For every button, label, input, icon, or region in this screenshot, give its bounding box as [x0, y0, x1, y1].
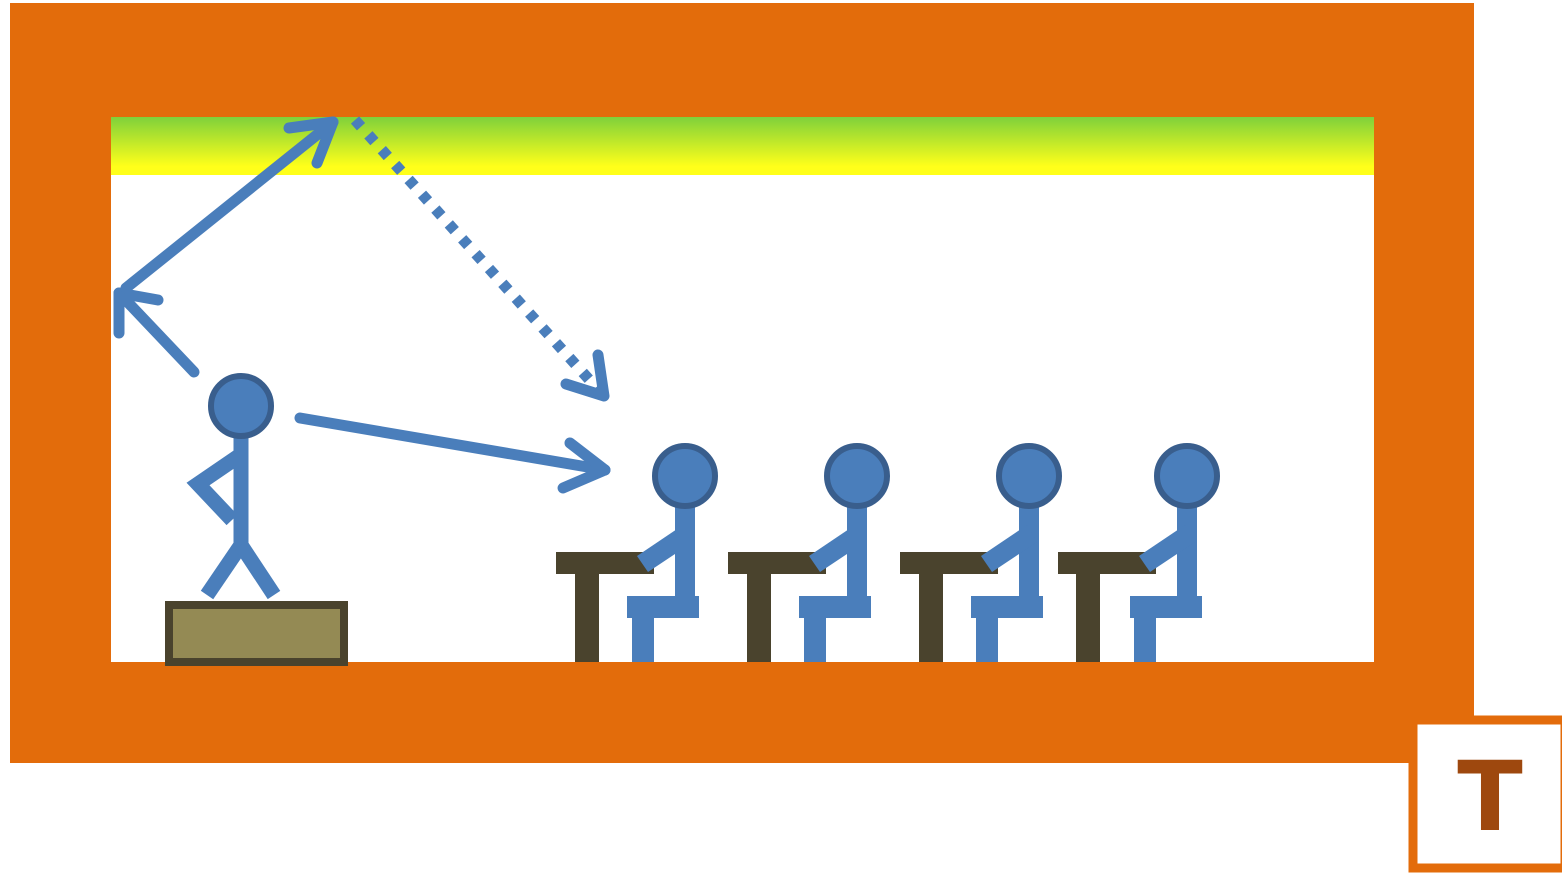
corner-badge-label: T	[1457, 741, 1522, 853]
podium-icon	[169, 605, 344, 662]
corner-badge: T	[1413, 720, 1562, 868]
